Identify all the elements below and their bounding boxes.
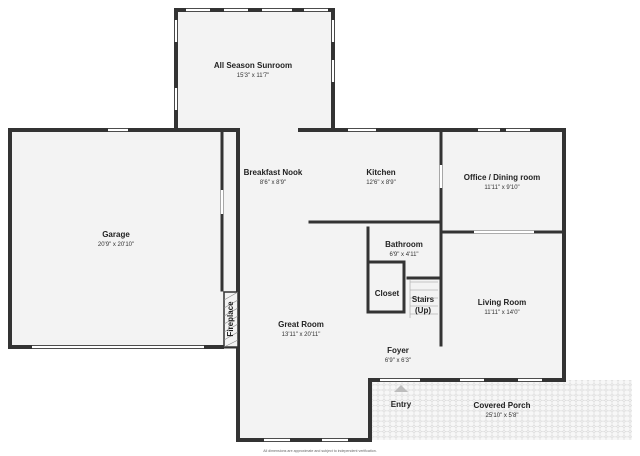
- stairs-direction: (Up): [415, 306, 431, 315]
- foyer-dimensions: 6'9" x 6'3": [385, 358, 411, 364]
- bathroom-name: Bathroom: [385, 240, 423, 249]
- garage-dimensions: 20'9" x 20'10": [98, 242, 134, 248]
- garage-name: Garage: [102, 230, 130, 239]
- windows: [32, 8, 542, 442]
- great-room-name: Great Room: [278, 320, 324, 329]
- porch-name: Covered Porch: [474, 401, 531, 410]
- closet-name: Closet: [375, 289, 400, 298]
- porch-dimensions: 25'10" x 5'8": [486, 413, 519, 419]
- office-name: Office / Dining room: [464, 173, 540, 182]
- great-room-dimensions: 13'11" x 20'11": [282, 332, 321, 338]
- stairs-name: Stairs: [412, 295, 435, 304]
- kitchen-dimensions: 12'6" x 8'9": [366, 180, 396, 186]
- sunroom-dimensions: 15'3" x 11'7": [237, 73, 269, 79]
- floor-area: [10, 10, 564, 440]
- foyer-name: Foyer: [387, 346, 409, 355]
- bathroom-dimensions: 6'9" x 4'11": [389, 252, 418, 258]
- breakfast-nook-name: Breakfast Nook: [244, 168, 303, 177]
- kitchen-name: Kitchen: [366, 168, 395, 177]
- sunroom-name: All Season Sunroom: [214, 61, 292, 70]
- office-dimensions: 11'11" x 9'10": [484, 185, 519, 191]
- living-room-name: Living Room: [478, 298, 526, 307]
- fireplace-label: Fireplace: [226, 301, 235, 337]
- breakfast-nook-dimensions: 8'6" x 8'9": [260, 180, 286, 186]
- stairs-treads: [409, 280, 438, 318]
- entry-label: Entry: [391, 400, 412, 409]
- fireplace: [223, 291, 239, 348]
- porch-floor: [370, 380, 632, 440]
- disclaimer: All dimensions are approximate and subje…: [263, 449, 376, 453]
- living-room-dimensions: 11'11" x 14'0": [484, 310, 519, 316]
- entry-arrow-icon: [394, 385, 408, 392]
